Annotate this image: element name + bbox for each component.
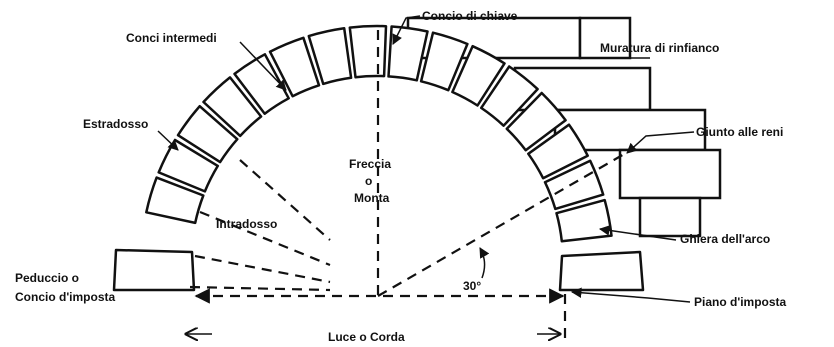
voussoir: [387, 25, 429, 82]
label-freccia: Freccia: [349, 157, 391, 171]
voussoir: [145, 176, 205, 225]
voussoir: [543, 159, 605, 211]
label-luce-o-corda: Luce o Corda: [328, 330, 405, 344]
voussoir: [233, 53, 290, 115]
brick: [638, 196, 702, 238]
label-peduccio-1: Peduccio o: [15, 271, 79, 285]
leader-concio-di-chiave: [392, 15, 421, 45]
voussoir: [268, 36, 321, 98]
radial-line: [189, 285, 331, 292]
voussoir: [176, 104, 239, 164]
voussoir: [202, 76, 263, 138]
label-intradosso: Intradosso: [216, 217, 277, 231]
leader-giunto-alle-reni: [626, 131, 695, 154]
radial-line: [199, 210, 331, 267]
label-o: o: [365, 174, 372, 188]
label-angle: 30°: [463, 279, 481, 293]
annotations: Concio di chiave Conci intermedi Muratur…: [15, 9, 787, 344]
label-giunto-alle-reni: Giunto alle reni: [696, 125, 783, 139]
label-peduccio-2: Concio d'imposta: [15, 290, 116, 304]
label-conci-intermedi: Conci intermedi: [126, 31, 217, 45]
label-muratura-di-rinfianco: Muratura di rinfianco: [600, 41, 719, 55]
radial-line: [194, 254, 331, 284]
leader-piano-d-imposta: [570, 287, 691, 303]
label-concio-di-chiave: Concio di chiave: [422, 9, 518, 23]
leader-estradosso: [157, 130, 179, 151]
voussoir: [419, 31, 469, 92]
label-piano-d-imposta: Piano d'imposta: [694, 295, 787, 309]
construction-lines: [189, 25, 627, 340]
label-monta: Monta: [354, 191, 390, 205]
leader-ghiera-dell-arco: [598, 225, 677, 241]
angle-line: [377, 152, 627, 297]
voussoir: [527, 123, 589, 180]
voussoir: [348, 24, 388, 79]
springer-left: [112, 248, 196, 292]
voussoir: [505, 91, 567, 152]
springer-right: [558, 250, 645, 292]
leader-conci-intermedi: [239, 41, 287, 91]
voussoir: [555, 198, 613, 243]
voussoir: [479, 65, 539, 127]
radial-line: [239, 159, 331, 241]
label-ghiera-dell-arco: Ghiera dell'arco: [680, 232, 770, 246]
springer-blocks: [112, 248, 645, 292]
brick: [618, 148, 722, 200]
angle-arc-arrow: [479, 247, 490, 279]
voussoir: [307, 27, 353, 86]
brick: [578, 16, 632, 60]
voussoir: [451, 44, 506, 107]
label-estradosso: Estradosso: [83, 117, 148, 131]
